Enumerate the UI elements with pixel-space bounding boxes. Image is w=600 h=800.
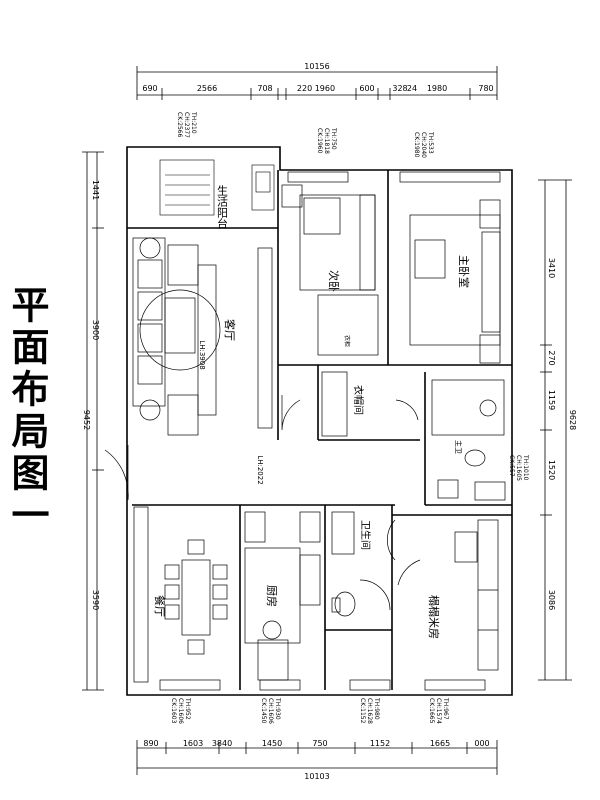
tag-master-bed: TH:533 — [427, 131, 434, 154]
tag-kitchen: CH:1606 — [267, 698, 274, 724]
balcony — [159, 159, 275, 216]
dim-bottom-total: 10103 — [304, 772, 329, 781]
second-bedroom-furniture — [281, 184, 379, 356]
dim-top-seg: 220 1960 — [297, 84, 335, 93]
room-label-wardrobe: 衣帽间 — [352, 385, 365, 415]
dim-bottom-seg: 1603 — [183, 739, 203, 748]
tag-living-h: LH:2022 — [256, 455, 264, 484]
dim-right-total: 9628 — [568, 410, 577, 430]
dim-right-seg: 3086 — [547, 590, 556, 610]
en-suite-fixtures — [431, 379, 506, 501]
dim-left-seg: 3900 — [91, 320, 100, 340]
living-room-furniture — [132, 237, 273, 436]
room-label-en-suite: 主卫 — [454, 440, 463, 454]
tag-living-w: LH:3908 — [198, 340, 206, 369]
room-label-dining: 餐厅 — [153, 595, 167, 617]
room-label-toilet: 卫生间 — [359, 520, 372, 550]
top-dimensions — [136, 66, 498, 100]
entry-door — [104, 395, 301, 501]
tag-dining: CH:1606 — [177, 698, 184, 724]
dim-right-seg: 1520 — [547, 460, 556, 480]
tatami-fixtures — [397, 519, 499, 671]
page-title: 平面布局图一 — [5, 285, 49, 537]
tag-second-bed: CK:1960 — [316, 128, 323, 154]
right-dimensions — [538, 179, 572, 681]
dim-bottom-seg: 890 — [143, 739, 158, 748]
dim-bottom-seg: 1665 — [430, 739, 450, 748]
room-label-master-bed: 主卧室 — [457, 255, 471, 288]
room-label-tatami: 榻榻米房 — [427, 595, 441, 639]
dim-bottom-seg: 1152 — [370, 739, 390, 748]
tag-kitchen: TH:930 — [274, 697, 281, 720]
walls — [126, 146, 513, 696]
room-label-second-bed: 次卧 — [327, 270, 341, 292]
room-label-balcony: 生活阳台 — [216, 184, 229, 229]
bottom-dimensions — [136, 740, 498, 775]
tag-toilet: CH:1628 — [366, 698, 373, 724]
dim-right-seg: 270 — [547, 350, 556, 365]
dim-bottom-seg: 1450 — [262, 739, 282, 748]
dim-top-seg: 690 — [142, 84, 157, 93]
dim-right-seg: 1159 — [547, 390, 556, 410]
tag-balcony: CH:2377 — [183, 112, 190, 138]
master-bedroom-furniture — [409, 199, 501, 364]
dim-top-seg: 600 — [359, 84, 374, 93]
windows — [133, 171, 501, 691]
dim-top-seg: 24 — [407, 84, 417, 93]
room-label-living: 客厅 — [223, 319, 237, 341]
dim-bottom-seg: 750 — [312, 739, 327, 748]
tag-toilet: CK:1152 — [359, 698, 366, 724]
tag-dining: TH:952 — [184, 697, 191, 720]
tag-balcony: TH:210 — [190, 111, 197, 134]
dim-left-seg: 3590 — [91, 590, 100, 610]
tag-en-suite: CH:1605 — [515, 455, 522, 481]
dim-top-seg: 328 — [392, 84, 407, 93]
dim-top-seg: 708 — [257, 84, 272, 93]
room-label-kitchen: 厨房 — [265, 585, 278, 607]
tag-master-bed: CH:2040 — [420, 132, 427, 158]
dim-top-seg: 2566 — [197, 84, 217, 93]
wardrobe-room — [321, 371, 419, 437]
dim-left-seg: 1441 — [91, 180, 100, 200]
tag-tatami: TH:967 — [442, 697, 449, 720]
dim-top-seg: 1980 — [427, 84, 447, 93]
tag-en-suite: CK:557 — [508, 455, 515, 477]
tag-second-bed: TH:750 — [330, 127, 337, 150]
dim-top-seg: 780 — [478, 84, 493, 93]
tag-second-bed: CH:1818 — [323, 128, 330, 154]
left-dimensions — [82, 151, 104, 691]
tag-balcony: CK:2566 — [176, 112, 183, 138]
room-label-wardrobe-small: 衣柜 — [343, 335, 351, 347]
tag-dining: CK:1603 — [170, 698, 177, 724]
tag-master-bed: CK:1980 — [413, 132, 420, 158]
dim-bottom-seg: 3840 — [212, 739, 232, 748]
dim-left-total: 9452 — [82, 410, 91, 430]
dim-top-total: 10156 — [304, 62, 329, 71]
dim-right-seg: 3410 — [547, 258, 556, 278]
toilet-fixtures — [331, 511, 396, 617]
tag-tatami: CH:1574 — [435, 698, 442, 724]
tag-tatami: CK:1665 — [428, 698, 435, 724]
tag-toilet: TH:980 — [373, 697, 380, 720]
dim-bottom-seg: 000 — [474, 739, 489, 748]
kitchen-fixtures — [244, 511, 321, 681]
dining-furniture — [164, 539, 228, 655]
tag-kitchen: CK:1450 — [260, 698, 267, 724]
tag-en-suite: TH:1010 — [522, 454, 529, 481]
